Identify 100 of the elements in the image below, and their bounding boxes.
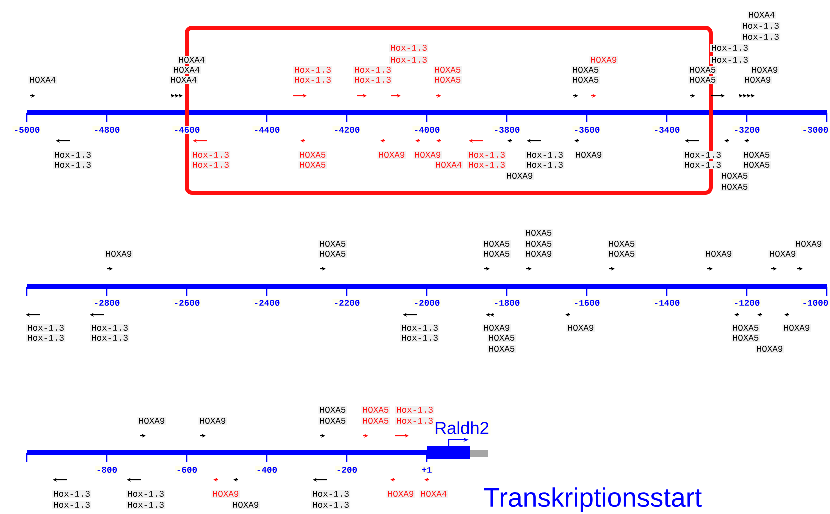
tick-label: -3400 — [652, 126, 682, 134]
tick-label: -4400 — [252, 126, 282, 134]
site-label: HOXA4 — [420, 490, 448, 498]
site-label: HOXA9 — [482, 324, 512, 332]
site-label: HOXA5 — [572, 76, 600, 84]
site-label: HOXA9 — [198, 416, 228, 426]
site-label: HOXA9 — [574, 150, 604, 160]
tick-label: -2800 — [92, 298, 122, 308]
site-label: HOXA5 — [524, 228, 554, 238]
tick-label: -2400 — [252, 298, 282, 308]
site-label: HOXA9 — [524, 250, 554, 258]
site-label: HOXA9 — [138, 416, 166, 426]
tick-label: -2000 — [412, 298, 442, 308]
site-label: HOXA9 — [506, 172, 534, 180]
site-label: Hox-1.3 — [52, 500, 92, 510]
site-label: HOXA5 — [572, 66, 600, 74]
site-label: HOXA5 — [298, 150, 328, 160]
tick-label: -800 — [95, 466, 119, 474]
site-label: HOXA5 — [482, 250, 512, 258]
site-label: Hox-1.3 — [683, 150, 723, 160]
site-label: HOXA9 — [590, 56, 618, 64]
site-label: Hox-1.3 — [525, 150, 565, 160]
tick-label: -4800 — [92, 126, 122, 134]
site-label: HOXA5 — [742, 150, 772, 160]
site-label: HOXA5 — [318, 240, 348, 248]
site-label: Hox-1.3 — [293, 76, 333, 84]
tick-label: -1200 — [732, 298, 762, 308]
site-label: HOXA9 — [232, 500, 260, 510]
site-label: HOXA9 — [704, 250, 734, 258]
site-label: Hox-1.3 — [353, 76, 393, 84]
site-label: HOXA5 — [688, 66, 718, 74]
site-label: Hox-1.3 — [741, 22, 781, 30]
site-label: HOXA5 — [688, 76, 718, 84]
site-label: HOXA4 — [28, 76, 58, 84]
site-label: HOXA5 — [732, 334, 760, 342]
site-label: Hox-1.3 — [126, 500, 166, 510]
site-label: HOXA9 — [750, 66, 780, 74]
site-label: HOXA5 — [720, 182, 750, 192]
tick-label: -2200 — [332, 298, 362, 308]
tick-label: -2600 — [172, 298, 202, 308]
site-label: HOXA5 — [608, 240, 636, 248]
site-label: HOXA5 — [524, 240, 554, 248]
site-label: Hox-1.3 — [191, 160, 231, 170]
tick-label: -1400 — [652, 298, 682, 308]
site-label: HOXA9 — [212, 490, 240, 498]
site-label: HOXA5 — [362, 416, 390, 426]
site-label: Hox-1.3 — [467, 150, 507, 160]
site-label: Hox-1.3 — [191, 150, 231, 160]
site-label: HOXA4 — [172, 66, 202, 74]
site-label: HOXA9 — [566, 324, 596, 332]
site-label: HOXA5 — [298, 160, 328, 170]
tick-label: +1 — [420, 466, 434, 474]
site-label: Hox-1.3 — [400, 334, 440, 342]
tick-label: -1000 — [801, 298, 830, 308]
site-label: Hox-1.3 — [90, 324, 130, 332]
site-label: Hox-1.3 — [683, 160, 723, 170]
site-label: HOXA9 — [794, 240, 824, 248]
site-label: Hox-1.3 — [710, 56, 750, 64]
tick-label: -600 — [175, 466, 199, 474]
site-label: HOXA9 — [104, 250, 134, 258]
site-label: HOXA4 — [178, 56, 206, 64]
site-label: Hox-1.3 — [467, 160, 507, 170]
site-label: HOXA4 — [748, 10, 776, 20]
tick-label: -4000 — [412, 126, 442, 134]
tick-label: -3200 — [732, 126, 762, 134]
tick-label: -3000 — [801, 126, 830, 134]
gene-label: Raldh2 — [433, 420, 491, 436]
tick-label: -4600 — [172, 126, 202, 134]
tick-label: -3800 — [492, 126, 522, 134]
site-label: HOXA5 — [318, 250, 348, 258]
transcription-start-label: Transkriptionsstart — [484, 488, 702, 512]
site-label: Hox-1.3 — [400, 324, 440, 332]
site-label: Hox-1.3 — [389, 44, 429, 52]
site-label: Hox-1.3 — [311, 500, 351, 510]
site-label: Hox-1.3 — [90, 334, 130, 342]
tick-label: -400 — [255, 466, 279, 474]
site-label: HOXA5 — [434, 76, 462, 84]
site-label: Hox-1.3 — [293, 66, 333, 74]
site-label: HOXA9 — [782, 324, 812, 332]
site-label: Hox-1.3 — [741, 32, 781, 42]
site-label: Hox-1.3 — [710, 44, 750, 52]
site-label: HOXA5 — [720, 172, 750, 180]
site-label: HOXA5 — [742, 160, 772, 170]
tick-label: -1600 — [572, 298, 602, 308]
site-label: Hox-1.3 — [353, 66, 393, 74]
site-label: Hox-1.3 — [52, 490, 92, 498]
site-label: HOXA5 — [488, 334, 516, 342]
site-label: HOXA9 — [386, 490, 416, 498]
site-label: HOXA4 — [170, 76, 198, 84]
tick-label: -200 — [335, 466, 359, 474]
site-label: Hox-1.3 — [26, 324, 66, 332]
site-label: HOXA5 — [318, 406, 348, 414]
site-label: HOXA5 — [362, 406, 390, 414]
site-label: HOXA5 — [434, 66, 462, 74]
site-label: HOXA9 — [378, 150, 406, 160]
site-label: Hox-1.3 — [395, 406, 435, 414]
site-label: Hox-1.3 — [26, 334, 66, 342]
site-label: Hox-1.3 — [389, 56, 429, 64]
site-label: Hox-1.3 — [525, 160, 565, 170]
tick-label: -5000 — [12, 126, 42, 134]
